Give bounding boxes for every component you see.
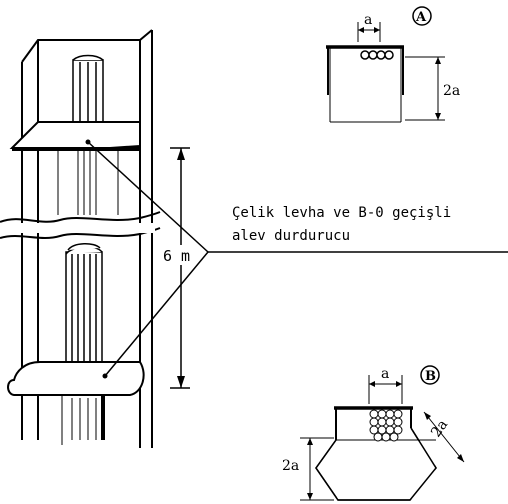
height-label-bg (160, 245, 196, 265)
detail-a-height-label: 2a (443, 83, 460, 99)
detail-b-slant-dim (423, 411, 465, 463)
detail-a: a 2a A (326, 6, 460, 123)
detail-b-cables (369, 409, 403, 442)
lower-steel-plate (7, 361, 145, 396)
lower-cable-shadow (101, 396, 105, 440)
detail-b-height-label: 2a (282, 458, 299, 474)
height-arrow-bottom (177, 376, 185, 388)
detail-a-cables (360, 50, 394, 60)
detail-b-slant-label: 2a (428, 417, 451, 440)
break-gap (20, 223, 155, 233)
detail-b-marker-label: B (425, 369, 436, 384)
height-label: 6 m (163, 247, 190, 265)
detail-a-height-dim (405, 56, 445, 121)
callout-leaders (87, 141, 508, 377)
detail-b-marker (420, 365, 440, 385)
callout-label-line2: alev durdurucu (232, 228, 350, 244)
upper-steel-plate (9, 121, 141, 151)
detail-a-marker (412, 6, 432, 26)
lower-cable-run (71, 398, 97, 440)
upper-cable-run (77, 150, 97, 215)
detail-a-width-label: a (364, 12, 372, 28)
detail-b: a 2a 2a B (282, 365, 465, 501)
height-dimension (170, 147, 190, 389)
height-arrow-top (177, 148, 185, 160)
detail-a-marker-label: A (415, 10, 427, 25)
detail-b-height-dim (300, 437, 334, 501)
callout-label-line1: Çelik levha ve B-0 geçişli (232, 205, 451, 221)
detail-b-width-label: a (381, 366, 389, 382)
lower-cable-bundle (65, 243, 103, 378)
